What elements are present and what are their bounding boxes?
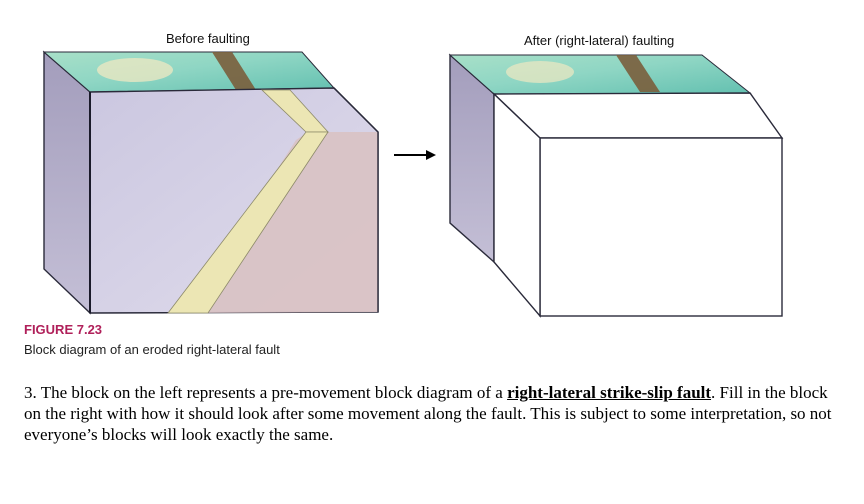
question-text: 3. The block on the left represents a pr…: [24, 382, 844, 445]
question-lead: 3. The block on the left represents a pr…: [24, 383, 508, 402]
before-left-face: [43, 50, 91, 315]
after-faulting-label: After (right-lateral) faulting: [524, 33, 675, 48]
before-top-surface: [42, 51, 336, 93]
before-top-sand-patch: [97, 58, 173, 82]
after-top-surface: [448, 54, 752, 95]
before-block-top-edge: [333, 87, 379, 312]
before-block: [42, 50, 379, 315]
after-top-dike-outcrop: [616, 55, 660, 92]
before-top-dike-outcrop: [212, 52, 256, 90]
before-dike-front: [167, 131, 329, 314]
after-block: [448, 53, 784, 318]
after-blank-top: [492, 92, 784, 139]
after-top-sand-patch: [506, 61, 574, 83]
question-bold-term: right-lateral strike-slip fault: [507, 383, 712, 402]
after-blank-side: [493, 92, 541, 318]
figure-caption: Block diagram of an eroded right-lateral…: [24, 342, 280, 357]
figure-number: FIGURE 7.23: [24, 322, 103, 337]
before-faulting-label: Before faulting: [166, 31, 250, 46]
arrow-icon: [394, 150, 436, 160]
after-blank-front: [539, 137, 783, 317]
question-rest: . Fill in the block on the right with ho…: [24, 383, 832, 444]
